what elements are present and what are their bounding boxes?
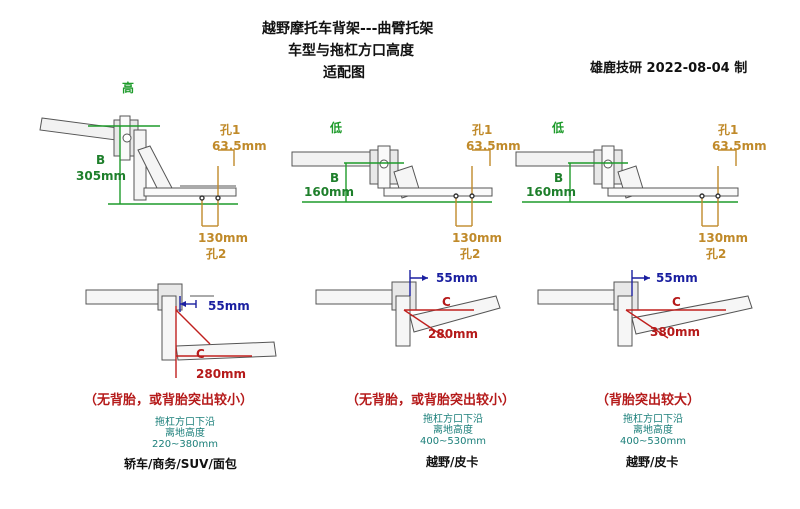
panel3-top-dims — [625, 270, 726, 339]
panel3-b-label: B — [554, 171, 564, 185]
panel3-dimensions — [522, 149, 738, 227]
panel1-dimensions — [88, 125, 238, 227]
panel1-top-dims — [175, 296, 252, 378]
panel2-hole1-dim: 63.5mm — [466, 139, 521, 153]
diagram-subtitle: 车型与拖杠方口高度 — [288, 43, 414, 59]
panel1-height-label: 高 — [122, 81, 135, 95]
panel3-top-view — [537, 281, 753, 347]
panel3-arm-length: 380mm — [650, 325, 701, 339]
panel2-offset-dim: 55mm — [436, 271, 478, 285]
panel2-b-value: 160mm — [304, 185, 355, 199]
panel1-b-label: B — [96, 153, 106, 167]
credit-line: 雄鹿技研 2022-08-04 制 — [590, 61, 748, 76]
panel1-vehicle: 轿车/商务/SUV/面包 — [124, 457, 237, 471]
diagram-title: 越野摩托车背架---曲臂托架 — [262, 21, 434, 37]
panel1-hitch-note: 拖杠方口下沿 离地高度 220~380mm — [140, 417, 230, 450]
panel1-hitch-line2: 离地高度 — [165, 428, 205, 439]
panel2-hitch-note: 拖杠方口下沿 离地高度 400~530mm — [408, 414, 498, 447]
panel1-arm-label: C — [196, 347, 205, 361]
panel3-hitch-line2: 离地高度 — [633, 425, 673, 436]
panel2-vehicle: 越野/皮卡 — [426, 455, 479, 469]
panel2-hole2-label: 孔2 — [460, 247, 481, 261]
panel3-b-value: 160mm — [526, 185, 577, 199]
panel3-hitch-line1: 拖杠方口下沿 — [623, 414, 683, 425]
panel3-hitch-range: 400~530mm — [619, 436, 687, 447]
panel2-hitch-line1: 拖杠方口下沿 — [423, 414, 483, 425]
panel3-hole1-label: 孔1 — [718, 123, 739, 137]
panel2-side-view — [291, 145, 493, 199]
panel2-top-view — [315, 281, 501, 347]
panel1-caption: （无背胎，或背胎突出较小） — [84, 393, 254, 408]
panel3-hole2-dim: 130mm — [698, 231, 749, 245]
panel1-top-view — [85, 283, 277, 361]
panel1-hole1-label: 孔1 — [220, 123, 241, 137]
panel3-hole1-dim: 63.5mm — [712, 139, 767, 153]
panel2-hitch-line2: 离地高度 — [433, 425, 473, 436]
panel3-offset-dim: 55mm — [656, 271, 698, 285]
panel1-hole2-label: 孔2 — [206, 247, 227, 261]
panel1-side-view — [39, 115, 237, 201]
panel2-dimensions — [302, 149, 492, 227]
panel2-hole2-dim: 130mm — [452, 231, 503, 245]
panel3-hitch-note: 拖杠方口下沿 离地高度 400~530mm — [608, 414, 698, 447]
panel1-hole1-dim: 63.5mm — [212, 139, 267, 153]
panel1-hitch-line1: 拖杠方口下沿 — [155, 417, 215, 428]
panel1-b-value: 305mm — [76, 169, 127, 183]
panel3-height-label: 低 — [552, 121, 565, 135]
panel3-hole2-label: 孔2 — [706, 247, 727, 261]
diagram-subtitle-2: 适配图 — [323, 65, 365, 81]
panel3-arm-label: C — [672, 295, 681, 309]
panel2-caption: （无背胎，或背胎突出较小） — [346, 393, 516, 408]
panel2-top-dims — [403, 270, 474, 339]
panel3-caption: （背胎突出较大） — [596, 393, 701, 408]
panel2-hitch-range: 400~530mm — [419, 436, 487, 447]
panel1-arm-length: 280mm — [196, 367, 247, 381]
panel2-hole1-label: 孔1 — [472, 123, 493, 137]
panel2-b-label: B — [330, 171, 340, 185]
panel2-arm-length: 280mm — [428, 327, 479, 341]
panel3-vehicle: 越野/皮卡 — [626, 455, 679, 469]
panel1-offset-dim: 55mm — [208, 299, 250, 313]
panel1-hitch-range: 220~380mm — [151, 439, 219, 450]
panel1-hole2-dim: 130mm — [198, 231, 249, 245]
panel2-height-label: 低 — [330, 121, 343, 135]
panel2-arm-label: C — [442, 295, 451, 309]
